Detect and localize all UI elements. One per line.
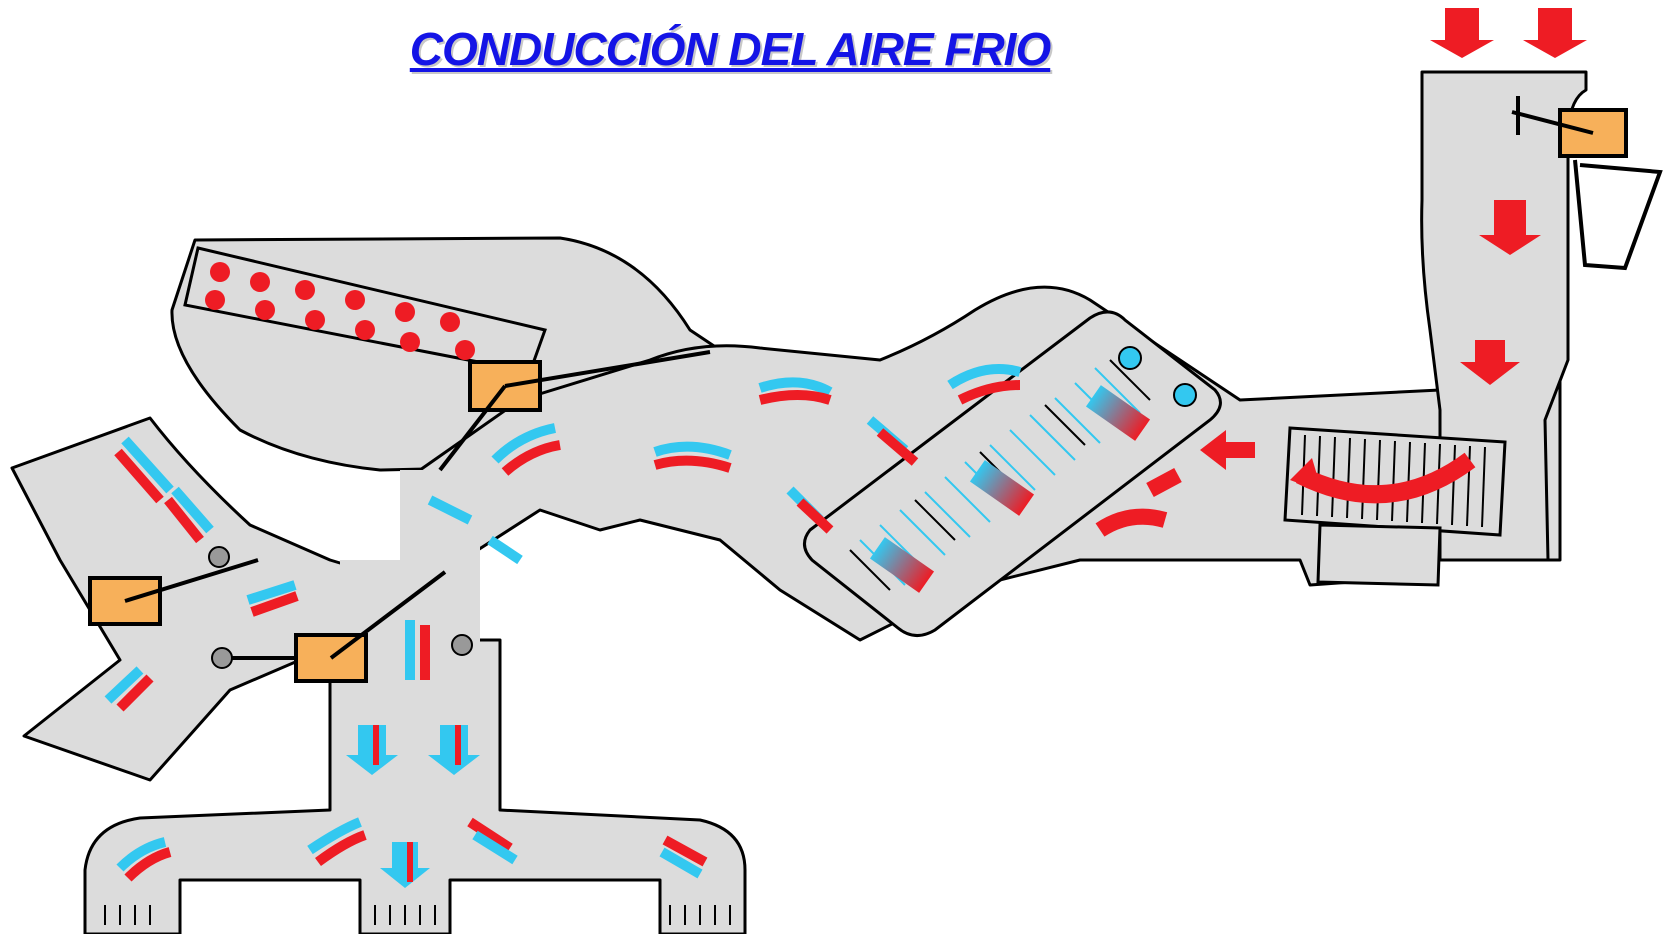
hot-air-chamber — [183, 246, 547, 374]
flap-actuator-icon — [438, 350, 711, 472]
footwell-duct — [83, 638, 747, 934]
cold-air-arrow-icon — [104, 364, 1022, 712]
blower-fan-icon — [1316, 523, 1442, 587]
heater-core-icon — [1283, 426, 1507, 537]
evaporator-icon — [803, 310, 1222, 637]
flap-actuators — [88, 96, 1663, 683]
outlet-vents — [104, 905, 731, 925]
mixed-air-arrow-icon — [116, 817, 708, 882]
flap-actuator-icon — [220, 570, 447, 683]
flap-actuator-icon — [88, 558, 259, 626]
diagram-title: CONDUCCIÓN DEL AIRE FRIO — [409, 23, 1051, 75]
hot-air-arrow-icon — [1095, 8, 1587, 537]
cold-air-down-arrows — [346, 725, 480, 888]
flap-actuator-icon — [1511, 96, 1663, 271]
